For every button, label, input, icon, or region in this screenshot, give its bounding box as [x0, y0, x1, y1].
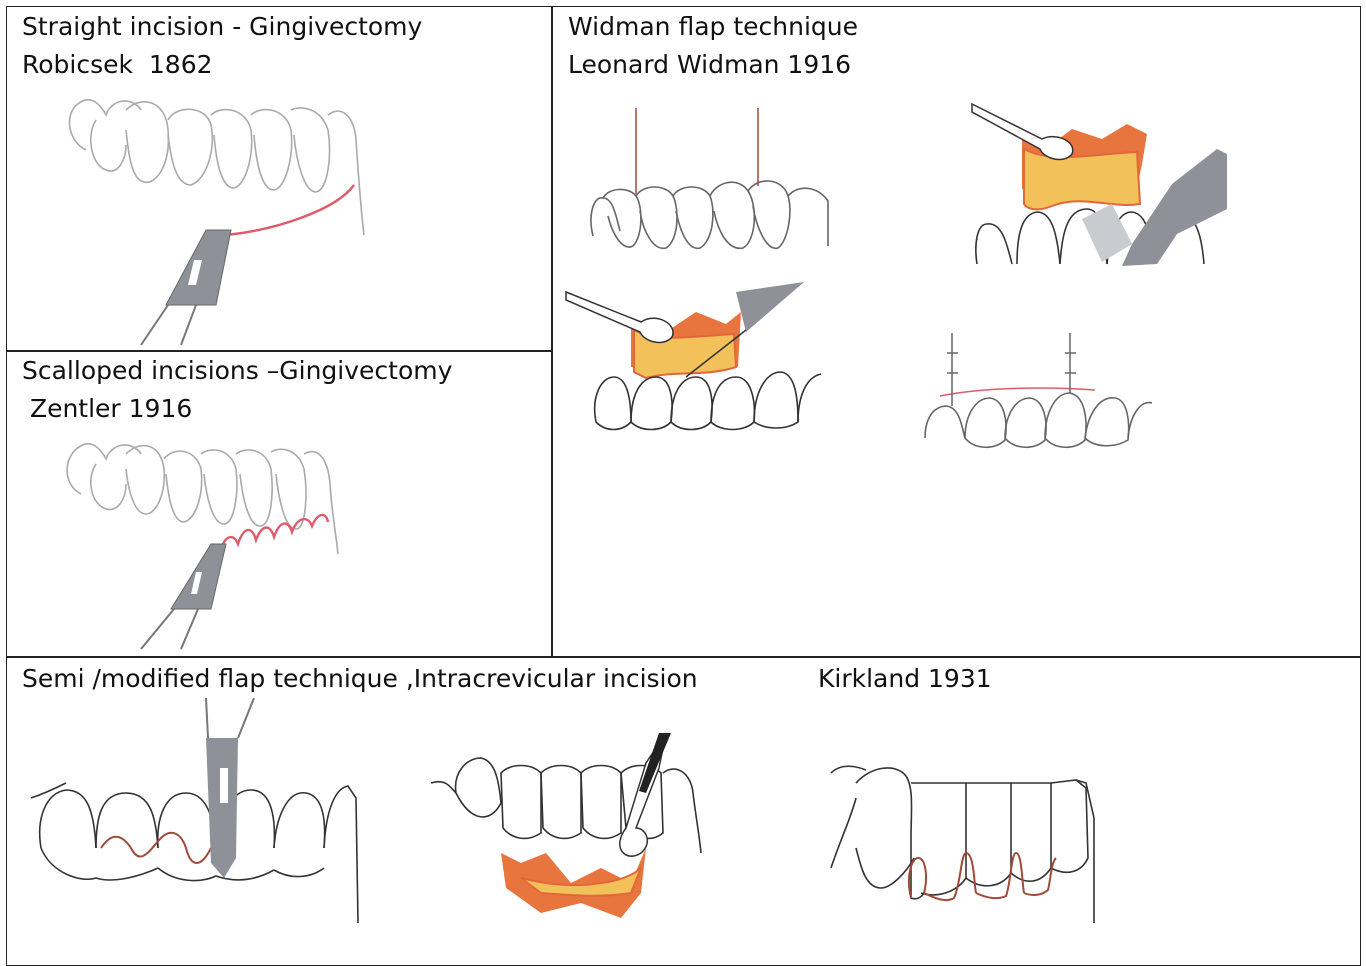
- widman-flap-title: Widman flap technique: [568, 8, 858, 46]
- cell-scalloped-incisions: Scalloped incisions –Gingivectomy Zentle…: [6, 352, 551, 656]
- cell-straight-incision: Straight incision - Gingivectomy Robicse…: [6, 6, 551, 350]
- semi-flap-title: Semi /modified flap technique ,Intracrev…: [22, 660, 698, 698]
- scalloped-incisions-title: Scalloped incisions –Gingivectomy: [22, 352, 452, 390]
- teeth-illustration: [920, 328, 1160, 458]
- cell-semi-modified-flap: Semi /modified flap technique ,Intracrev…: [6, 658, 806, 962]
- teeth-illustration: [972, 94, 1242, 274]
- teeth-illustration: [56, 90, 376, 350]
- teeth-illustration: [431, 733, 731, 953]
- teeth-illustration: [826, 758, 1106, 928]
- teeth-illustration: [56, 434, 356, 654]
- straight-incision-author: Robicsek 1862: [22, 46, 213, 84]
- scalloped-incisions-author: Zentler 1916: [22, 390, 192, 428]
- teeth-illustration: [566, 282, 826, 442]
- straight-incision-title: Straight incision - Gingivectomy: [22, 8, 422, 46]
- cell-widman-flap: Widman flap technique Leonard Widman 191…: [552, 6, 1361, 656]
- widman-flap-author: Leonard Widman 1916: [568, 46, 851, 84]
- teeth-illustration: [26, 698, 376, 928]
- teeth-illustration: [588, 106, 838, 256]
- kirkland-title: Kirkland 1931: [818, 660, 992, 698]
- cell-kirkland: Kirkland 1931: [806, 658, 1361, 962]
